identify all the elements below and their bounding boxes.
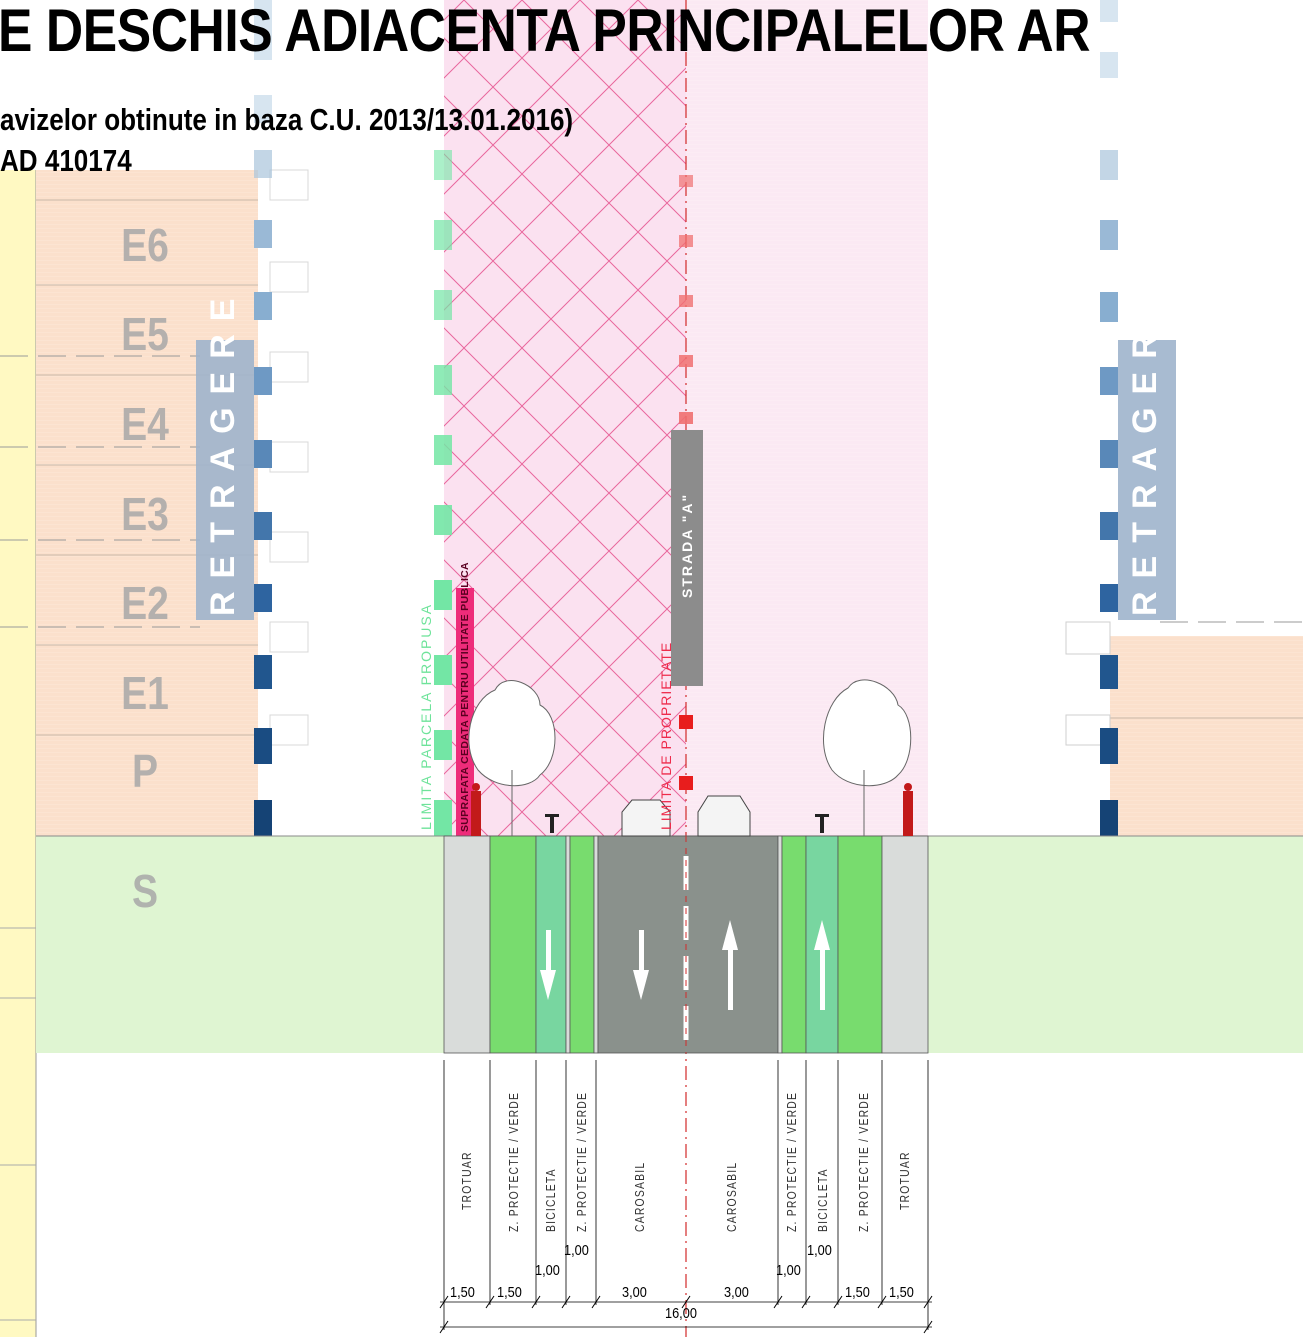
suprafata-cedata-label: SUPRAFATA CEDATA PENTRU UTILITATE PUBLIC… <box>459 562 471 832</box>
dim-total: 16,00 <box>665 1305 697 1322</box>
dim-verde-right: 1,50 <box>845 1284 870 1301</box>
floor-label-e2: E2 <box>121 577 169 629</box>
dim-bicicleta-right: 1,00 <box>807 1242 832 1259</box>
page-title: E DESCHIS ADIACENTA PRINCIPALELOR AR <box>0 0 1091 64</box>
retragere-box-right <box>1118 340 1176 620</box>
zone-label-bicicleta-left: BICICLETA <box>543 1168 558 1232</box>
dim-trotuar-right: 1,50 <box>889 1284 914 1301</box>
tree-right <box>822 679 912 836</box>
floor-label-e1: E1 <box>121 667 169 719</box>
limita-parcela-label: LIMITA PARCELA PROPUSA <box>418 602 434 830</box>
zone-label-bicicleta-right: BICICLETA <box>815 1168 830 1232</box>
strada-label: STRADA "A" <box>679 492 695 598</box>
dim-protectie-right: 1,00 <box>776 1262 801 1279</box>
right-facade-line <box>1100 0 1118 836</box>
dim-carosabil-left: 3,00 <box>622 1284 647 1301</box>
limita-proprietate-label: LIMITA DE PROPRIETATE <box>658 641 674 830</box>
zone-label-trotuar-left: TROTUAR <box>459 1151 474 1210</box>
dim-verde-left: 1,50 <box>497 1284 522 1301</box>
zone-label-verde-left: Z. PROTECTIE / VERDE <box>506 1091 521 1232</box>
page-subtitle: avizelor obtinute in baza C.U. 2013/13.0… <box>0 102 574 137</box>
retragere-label-left: RETRAGERE <box>204 285 242 616</box>
basement-right <box>928 836 1303 1053</box>
floor-label-e3: E3 <box>121 488 169 540</box>
cars <box>621 795 751 837</box>
traffic-arrows <box>540 920 830 1010</box>
zone-label-protectie-right: Z. PROTECTIE / VERDE <box>784 1091 799 1232</box>
tree-left <box>468 680 556 836</box>
zone-label-protectie-left: Z. PROTECTIE / VERDE <box>574 1091 589 1232</box>
dim-carosabil-right: 3,00 <box>724 1284 749 1301</box>
zone-label-trotuar-right: TROTUAR <box>897 1151 912 1210</box>
strada-label-box <box>671 430 703 686</box>
floor-label-e5: E5 <box>121 308 169 360</box>
floor-label-e6: E6 <box>121 219 169 271</box>
floor-label-e4: E4 <box>121 398 169 450</box>
ceded-surface-bar <box>456 588 474 836</box>
basement-left <box>36 836 444 1053</box>
floor-label-p: P <box>131 745 159 797</box>
zone-label-verde-right: Z. PROTECTIE / VERDE <box>856 1091 871 1232</box>
ramp-band <box>0 170 36 1337</box>
cadastral-number: AD 410174 <box>0 143 132 178</box>
retragere-box-left <box>196 340 254 620</box>
zone-label-carosabil-right: CAROSABIL <box>724 1161 739 1232</box>
parcel-limit-line <box>434 150 452 836</box>
floor-label-s: S <box>131 865 159 917</box>
zone-label-carosabil-left: CAROSABIL <box>632 1161 647 1232</box>
dim-bicicleta-left: 1,00 <box>535 1262 560 1279</box>
dim-protectie-left: 1,00 <box>564 1242 589 1259</box>
retragere-label-right: RETRAGERE <box>1126 285 1164 616</box>
left-facade-line <box>254 0 272 836</box>
dim-trotuar-left: 1,50 <box>450 1284 475 1301</box>
